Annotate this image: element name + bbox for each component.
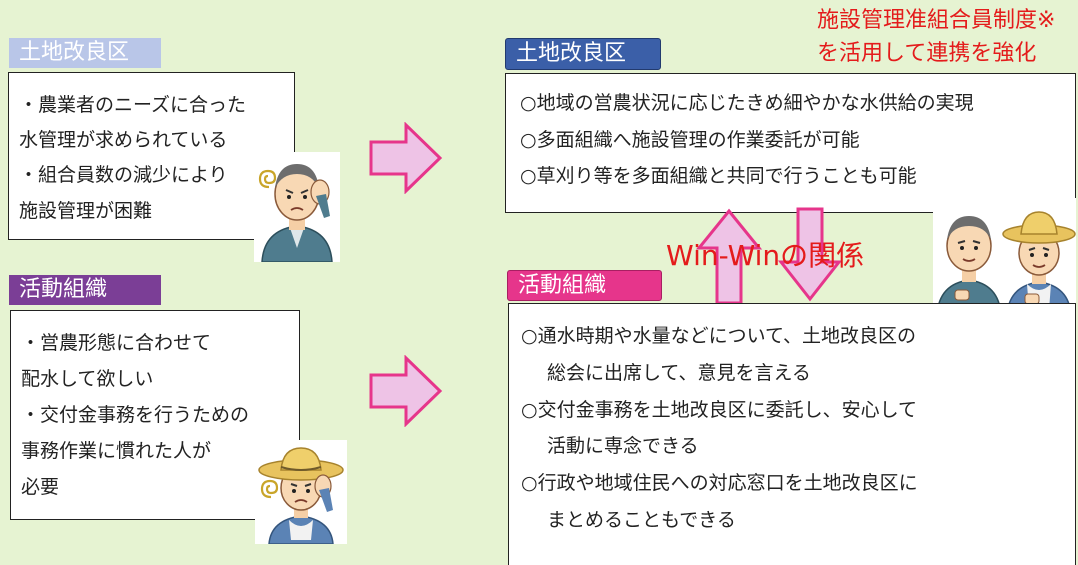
right-arrow-top-icon bbox=[369, 122, 443, 194]
left-kairyo-line-3: ・組合員数の減少により bbox=[19, 164, 228, 186]
win-win-text: Win-Winの関係 bbox=[666, 239, 865, 272]
left-kairyo-box: ・農業者のニーズに合った 水管理が求められている ・組合員数の減少により 施設管… bbox=[8, 72, 295, 240]
right-katsudo-line-5: ○行政や地域住民への対応窓口を土地改良区に bbox=[521, 472, 918, 494]
right-kairyo-label: 土地改良区 bbox=[505, 38, 661, 70]
left-kairyo-label: 土地改良区 bbox=[9, 38, 161, 68]
right-katsudo-line-2: 総会に出席して、意見を言える bbox=[547, 362, 811, 384]
left-katsudo-line-4: 事務作業に慣れた人が bbox=[21, 440, 212, 462]
left-kairyo-line-2: 水管理が求められている bbox=[19, 129, 228, 151]
worried-farmer-hat-illustration bbox=[255, 440, 347, 545]
left-kairyo-line-4: 施設管理が困難 bbox=[19, 200, 153, 222]
right-katsudo-box: ○通水時期や水量などについて、土地改良区の 総会に出席して、意見を言える ○交付… bbox=[508, 303, 1076, 565]
right-arrow-bottom-icon bbox=[369, 355, 443, 427]
left-katsudo-label: 活動組織 bbox=[9, 275, 161, 305]
left-katsudo-line-3: ・交付金事務を行うための bbox=[21, 404, 250, 426]
down-arrow-icon bbox=[778, 207, 842, 302]
worry-swirl-icon bbox=[260, 479, 279, 499]
right-kairyo-line-1: ○地域の営農状況に応じたきめ細やかな水供給の実現 bbox=[520, 92, 974, 114]
right-kairyo-box: ○地域の営農状況に応じたきめ細やかな水供給の実現 ○多面組織へ施設管理の作業委託… bbox=[505, 73, 1076, 213]
right-katsudo-line-6: まとめることもできる bbox=[547, 509, 736, 531]
worry-swirl-icon bbox=[258, 169, 277, 189]
right-katsudo-label: 活動組織 bbox=[507, 270, 662, 301]
left-katsudo-box: ・営農形態に合わせて 配水して欲しい ・交付金事務を行うための 事務作業に慣れた… bbox=[10, 310, 300, 520]
callout-line-1: 施設管理准組合員制度※ bbox=[817, 8, 1056, 33]
right-katsudo-line-1: ○通水時期や水量などについて、土地改良区の bbox=[521, 325, 917, 347]
two-farmers-illustration bbox=[933, 198, 1076, 316]
callout-line-2: を活用して連携を強化 bbox=[817, 41, 1037, 66]
right-katsudo-line-3: ○交付金事務を土地改良区に委託し、安心して bbox=[521, 399, 918, 421]
worried-farmer-illustration bbox=[254, 152, 340, 263]
left-kairyo-line-1: ・農業者のニーズに合った bbox=[19, 94, 247, 116]
right-kairyo-line-2: ○多面組織へ施設管理の作業委託が可能 bbox=[520, 129, 860, 151]
left-katsudo-line-5: 必要 bbox=[21, 476, 60, 498]
left-katsudo-line-2: 配水して欲しい bbox=[21, 368, 154, 390]
right-kairyo-line-3: ○草刈り等を多面組織と共同で行うことも可能 bbox=[520, 165, 917, 187]
left-katsudo-line-1: ・営農形態に合わせて bbox=[21, 332, 212, 354]
right-katsudo-line-4: 活動に専念できる bbox=[547, 435, 699, 457]
